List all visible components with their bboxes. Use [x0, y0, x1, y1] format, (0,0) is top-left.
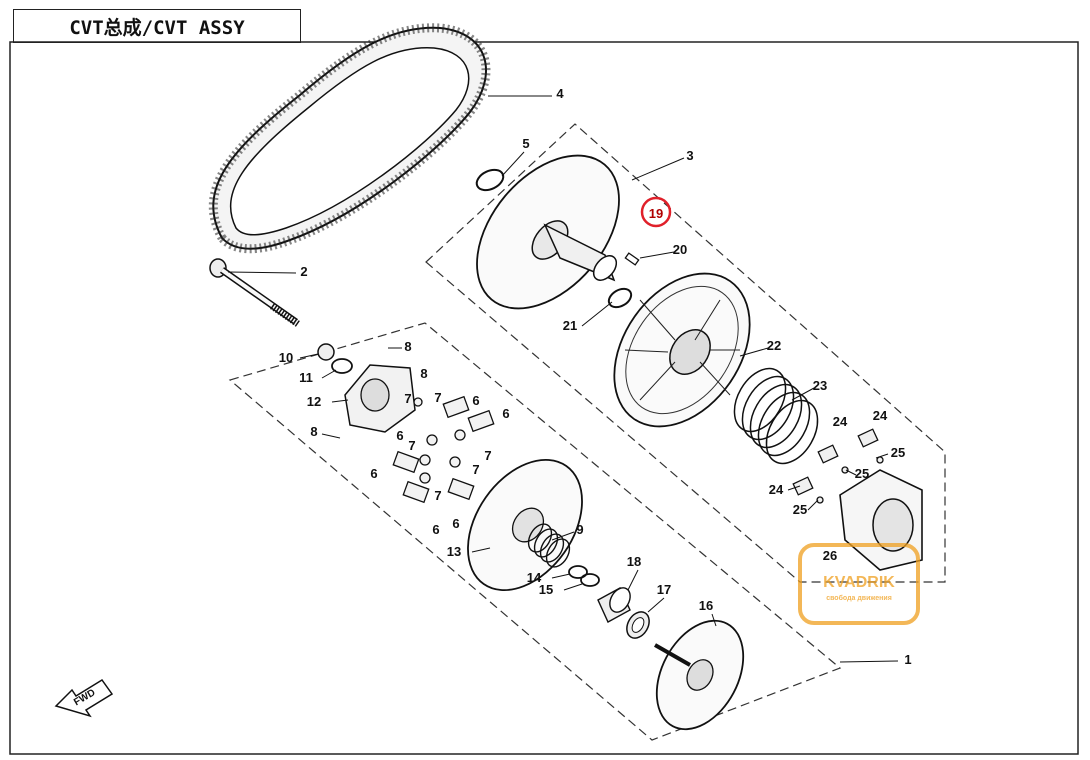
bushing-18-part [597, 587, 631, 623]
leader-line-c25a [875, 453, 889, 459]
callout-c25b: 25 [855, 466, 869, 481]
nut-part [317, 343, 335, 361]
leader-line-c2 [227, 271, 297, 274]
leader-line-c25b [845, 469, 857, 476]
slider-buttons-part [792, 428, 884, 504]
leader-line-c14 [551, 573, 571, 579]
leader-line-c21 [581, 301, 613, 327]
callout-c26: 26 [823, 548, 837, 563]
drive-spring-part [527, 523, 571, 568]
callout-c13: 13 [447, 544, 461, 559]
leader-line-c1 [839, 660, 899, 663]
spider-part [344, 364, 416, 433]
watermark-tagline: свобода движения [826, 594, 892, 602]
spacer-14-part [568, 565, 588, 579]
callout-c6e: 6 [452, 516, 459, 531]
leader-line-c16 [711, 613, 717, 627]
leader-line-c20 [639, 251, 675, 259]
callout-c8c: 8 [310, 424, 317, 439]
callout-c17: 17 [657, 582, 671, 597]
cam-part [839, 469, 923, 571]
callout-c8b: 8 [420, 366, 427, 381]
callout-c24c: 24 [769, 482, 784, 497]
snap-ring-part [607, 287, 633, 309]
callout-c3: 3 [686, 148, 693, 163]
leader-line-c13 [471, 547, 491, 553]
callout-c6c: 6 [396, 428, 403, 443]
drawing-frame [9, 41, 1079, 755]
callout-c23: 23 [813, 378, 827, 393]
callout-c6a: 6 [472, 393, 479, 408]
leader-line-c5 [501, 151, 525, 177]
callout-c9: 9 [576, 522, 583, 537]
callout-c6d: 6 [370, 466, 377, 481]
drive-belt-part [208, 23, 491, 254]
callout-c22: 22 [767, 338, 781, 353]
driven-clutch-group-outline [425, 123, 946, 583]
leader-line-c11 [321, 369, 337, 379]
callout-leaders [227, 95, 899, 663]
callout-c4: 4 [556, 86, 564, 101]
callout-c24a: 24 [833, 414, 848, 429]
callout-c21: 21 [563, 318, 577, 333]
leader-line-c25c [807, 499, 819, 511]
callout-c15: 15 [539, 582, 553, 597]
key-part [624, 252, 640, 266]
weights-and-rollers-part [392, 395, 495, 504]
leader-line-c17 [647, 597, 665, 613]
callout-c25c: 25 [793, 502, 807, 517]
callout-c25a: 25 [891, 445, 905, 460]
callout-c7b: 7 [434, 390, 441, 405]
callout-c7e: 7 [472, 462, 479, 477]
washer-part [331, 358, 353, 374]
callout-c16: 16 [699, 598, 713, 613]
fwd-arrow-icon: FWD [54, 678, 114, 718]
callout-c7c: 7 [408, 438, 415, 453]
callout-c24b: 24 [873, 408, 888, 423]
highlight-circle [640, 196, 672, 228]
leader-line-c18 [627, 569, 639, 591]
fixed-driven-sheave-part [476, 154, 620, 310]
movable-driven-sheave-part [613, 272, 751, 428]
leader-line-c23 [791, 387, 815, 401]
spacer-15-part [580, 573, 600, 587]
brand-watermark-logo: KVADRIK свобода движения [798, 543, 920, 625]
callout-c12: 12 [307, 394, 321, 409]
leader-line-c3 [631, 157, 685, 181]
callout-c11: 11 [299, 370, 313, 385]
callout-c18: 18 [627, 554, 641, 569]
leader-line-c8c [321, 433, 341, 439]
callout-c6b: 6 [502, 406, 509, 421]
callout-c10: 10 [279, 350, 293, 365]
watermark-brand: KVADRIK [823, 574, 895, 591]
callout-c6f: 6 [432, 522, 439, 537]
callout-c7f: 7 [434, 488, 441, 503]
leader-line-c10 [299, 353, 319, 359]
drive-clutch-group-outline [228, 322, 842, 741]
driven-spring-part [733, 367, 819, 465]
callout-c8a: 8 [404, 339, 411, 354]
movable-drive-sheave-part [467, 459, 583, 591]
callout-c7d: 7 [484, 448, 491, 463]
leader-line-c24c [787, 485, 801, 491]
callout-c19: 19 [649, 206, 663, 221]
callout-c2: 2 [300, 264, 307, 279]
o-ring-part [475, 168, 505, 192]
bushing-17-part [626, 611, 650, 639]
callout-c20: 20 [673, 242, 687, 257]
fixed-drive-sheave-part [654, 619, 745, 731]
diagram-title: CVT总成/CVT ASSY [13, 9, 301, 43]
callout-c14: 14 [527, 570, 542, 585]
leader-line-c22 [739, 347, 769, 357]
bolt-part [209, 258, 300, 327]
leader-line-c12 [331, 399, 349, 403]
callout-c7a: 7 [404, 391, 411, 406]
callout-c1: 1 [904, 652, 911, 667]
leader-line-c15 [563, 583, 583, 591]
callout-c5: 5 [522, 136, 529, 151]
leader-line-c9 [551, 531, 575, 541]
